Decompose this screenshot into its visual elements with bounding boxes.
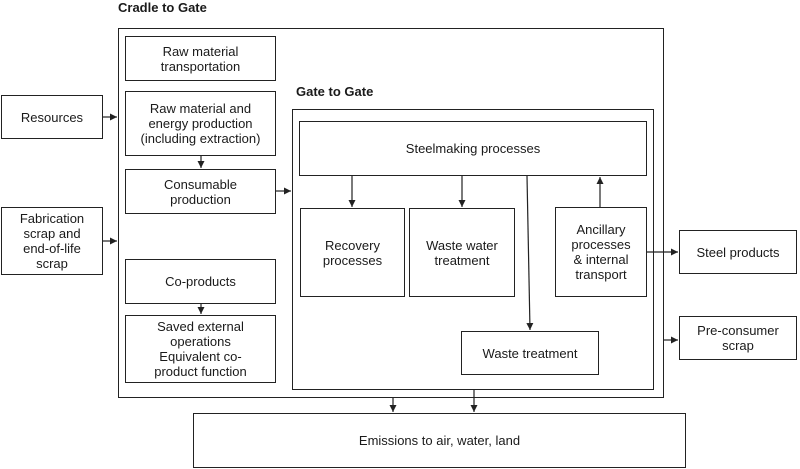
pre-consumer-scrap-box: Pre-consumer scrap (679, 316, 797, 360)
fabrication-scrap-box: Fabrication scrap and end-of-life scrap (1, 207, 103, 275)
co-products-box: Co-products (125, 259, 276, 304)
recovery-processes-box: Recovery processes (300, 208, 405, 297)
raw-material-transportation-box: Raw material transportation (125, 36, 276, 81)
emissions-box: Emissions to air, water, land (193, 413, 686, 468)
waste-water-treatment-box: Waste water treatment (409, 208, 515, 297)
gate-to-gate-title: Gate to Gate (296, 84, 374, 99)
waste-treatment-box: Waste treatment (461, 331, 599, 375)
ancillary-processes-box: Ancillary processes & internal transport (555, 207, 647, 297)
steelmaking-processes-box: Steelmaking processes (299, 121, 647, 176)
raw-material-energy-production-box: Raw material and energy production (incl… (125, 91, 276, 156)
gate-to-gate-frame (292, 109, 654, 390)
consumable-production-box: Consumable production (125, 169, 276, 214)
steel-products-box: Steel products (679, 230, 797, 274)
cradle-to-gate-frame (118, 28, 664, 398)
cradle-to-gate-title: Cradle to Gate (118, 0, 207, 15)
saved-external-operations-box: Saved external operations Equivalent co-… (125, 315, 276, 383)
resources-box: Resources (1, 95, 103, 139)
